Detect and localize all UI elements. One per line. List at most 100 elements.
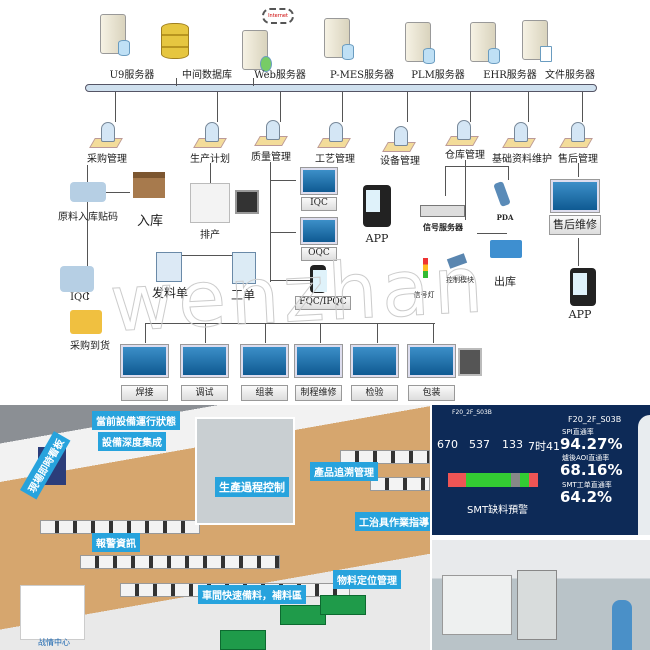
purchase-arrival-label: 采购到货: [70, 341, 110, 352]
user-workstation-icon: [317, 122, 351, 148]
scanner-operator-icon: [70, 182, 106, 202]
oqc-screen: [301, 218, 337, 244]
user-workstation-icon: [254, 120, 288, 146]
control-module-label: 控制模块: [446, 276, 474, 284]
tag-material-location: 物料定位管理: [333, 570, 401, 589]
printer-icon: [458, 348, 482, 376]
station-screen: [295, 345, 342, 377]
module-quality: 质量管理: [251, 152, 291, 163]
web-server-icon: [242, 30, 272, 72]
server-label: 中间数据库: [182, 70, 232, 81]
tag-buffer-area: 車間快速備料，補料區: [198, 585, 306, 604]
server-label: P-MES服务器: [330, 70, 394, 81]
issue-form-label: 发料单: [151, 286, 189, 300]
status-bar-chart: [448, 473, 538, 487]
station-label: 包装: [408, 385, 455, 401]
smt-dashboard-photo: F20_2F_S03B F20_2F_S03B 670 537 133 7时41…: [432, 405, 650, 535]
user-workstation-icon: [382, 126, 416, 152]
iqc-screen: [301, 168, 337, 194]
mobile-phone-icon: [310, 265, 327, 293]
module-master-data: 基础资料维护: [492, 154, 552, 165]
smt-label: SMT工单直通率: [562, 481, 612, 489]
server-label: PLM服务器: [411, 70, 465, 81]
raw-material-label: 原料入库贴码: [58, 212, 118, 223]
user-workstation-icon: [502, 122, 536, 148]
dashboard-line-title: F20_2F_S03B: [452, 409, 492, 416]
station-label: 制程维修: [295, 385, 342, 401]
station-label: 检验: [351, 385, 398, 401]
signal-server-icon: [420, 205, 465, 217]
module-planning: 生产计划: [190, 154, 230, 165]
module-warehouse: 仓库管理: [445, 150, 485, 161]
work-order-label: 工单: [230, 288, 256, 302]
dashboard-value: 133: [502, 438, 523, 451]
dashboard-line-title-right: F20_2F_S03B: [568, 415, 622, 424]
spreadsheet-document-icon: [156, 252, 182, 282]
module-purchase: 采购管理: [87, 154, 127, 165]
tag-equipment-status: 當前設備運行狀態: [92, 411, 180, 430]
checklist-icon: [232, 252, 256, 284]
u9-server-icon: [100, 14, 130, 56]
user-workstation-icon: [445, 120, 479, 146]
database-icon: [161, 23, 189, 59]
stock-out-label: 出库: [494, 275, 516, 288]
module-process: 工艺管理: [315, 154, 355, 165]
smt-value: 64.2%: [560, 488, 613, 506]
schedule-label: 排产: [200, 230, 220, 241]
truck-icon: [490, 240, 522, 258]
internet-cloud-icon: Internet: [262, 8, 294, 24]
server-label: U9服务器: [109, 70, 155, 81]
watermark: wenzhan: [107, 240, 489, 351]
spi-value: 94.27%: [560, 435, 623, 453]
app-label-2: APP: [568, 308, 592, 321]
flowchart-document-icon: [190, 183, 230, 223]
server-label: 文件服务器: [545, 70, 595, 81]
signal-server-label: 信号服务器: [423, 222, 463, 232]
user-workstation-icon: [193, 122, 227, 148]
tag-alarm: 報警資訊: [92, 533, 140, 552]
dashboard-value: 537: [469, 438, 490, 451]
spi-label: SPI直通率: [562, 428, 594, 436]
fqc-ipqc-label: FQC/IPQC: [295, 296, 351, 310]
pda-icon: [493, 181, 511, 207]
printer-icon: [235, 190, 259, 214]
dashboard-value: 670: [437, 438, 458, 451]
server-label: EHR服务器: [483, 70, 537, 81]
server-label: Web服务器: [254, 70, 306, 81]
after-sales-label: 售后维修: [549, 215, 601, 235]
tag-process-control: 生產過程控制: [215, 477, 289, 497]
mobile-phone-icon: [570, 268, 596, 306]
stock-in-label: 入库: [136, 214, 164, 229]
aoi-value: 68.16%: [560, 461, 623, 479]
smt-warning-title: SMT缺料預警: [467, 505, 529, 516]
smt-workshop-photo: [432, 540, 650, 650]
inspector-icon: [60, 266, 94, 292]
dashboard-value: 7时41: [528, 440, 560, 453]
worker-head: [638, 415, 650, 535]
ehr-server-icon: [470, 22, 500, 64]
station-screen: [121, 345, 168, 377]
delivery-box-icon: [70, 310, 102, 334]
factory-3d-render: 當前設備運行狀態 設備深度集成 現場即時看板 生產過程控制 產品追溯管理 報警資…: [0, 405, 430, 650]
station-screen: [241, 345, 288, 377]
iqc-left-label: IQC: [70, 292, 90, 303]
warehouse-icon: [133, 172, 165, 198]
station-screen: [408, 345, 455, 377]
oqc-label: OQC: [301, 247, 337, 261]
station-screen: [351, 345, 398, 377]
pmes-server-icon: [324, 18, 354, 60]
tag-equipment-integration: 設備深度集成: [98, 432, 166, 451]
station-screen: [181, 345, 228, 377]
after-sales-screen: [551, 180, 599, 212]
signal-light-label: 信号灯: [413, 291, 435, 299]
module-equipment: 设备管理: [380, 156, 420, 167]
module-after-sales: 售后管理: [558, 154, 598, 165]
war-room-label: 战情中心: [38, 638, 70, 647]
network-bus: [85, 84, 597, 92]
tag-traceability: 產品追溯管理: [310, 462, 378, 481]
user-workstation-icon: [559, 122, 593, 148]
station-label: 组装: [241, 385, 288, 401]
user-workstation-icon: [89, 122, 123, 148]
app-label: APP: [365, 232, 389, 245]
station-label: 调试: [181, 385, 228, 401]
